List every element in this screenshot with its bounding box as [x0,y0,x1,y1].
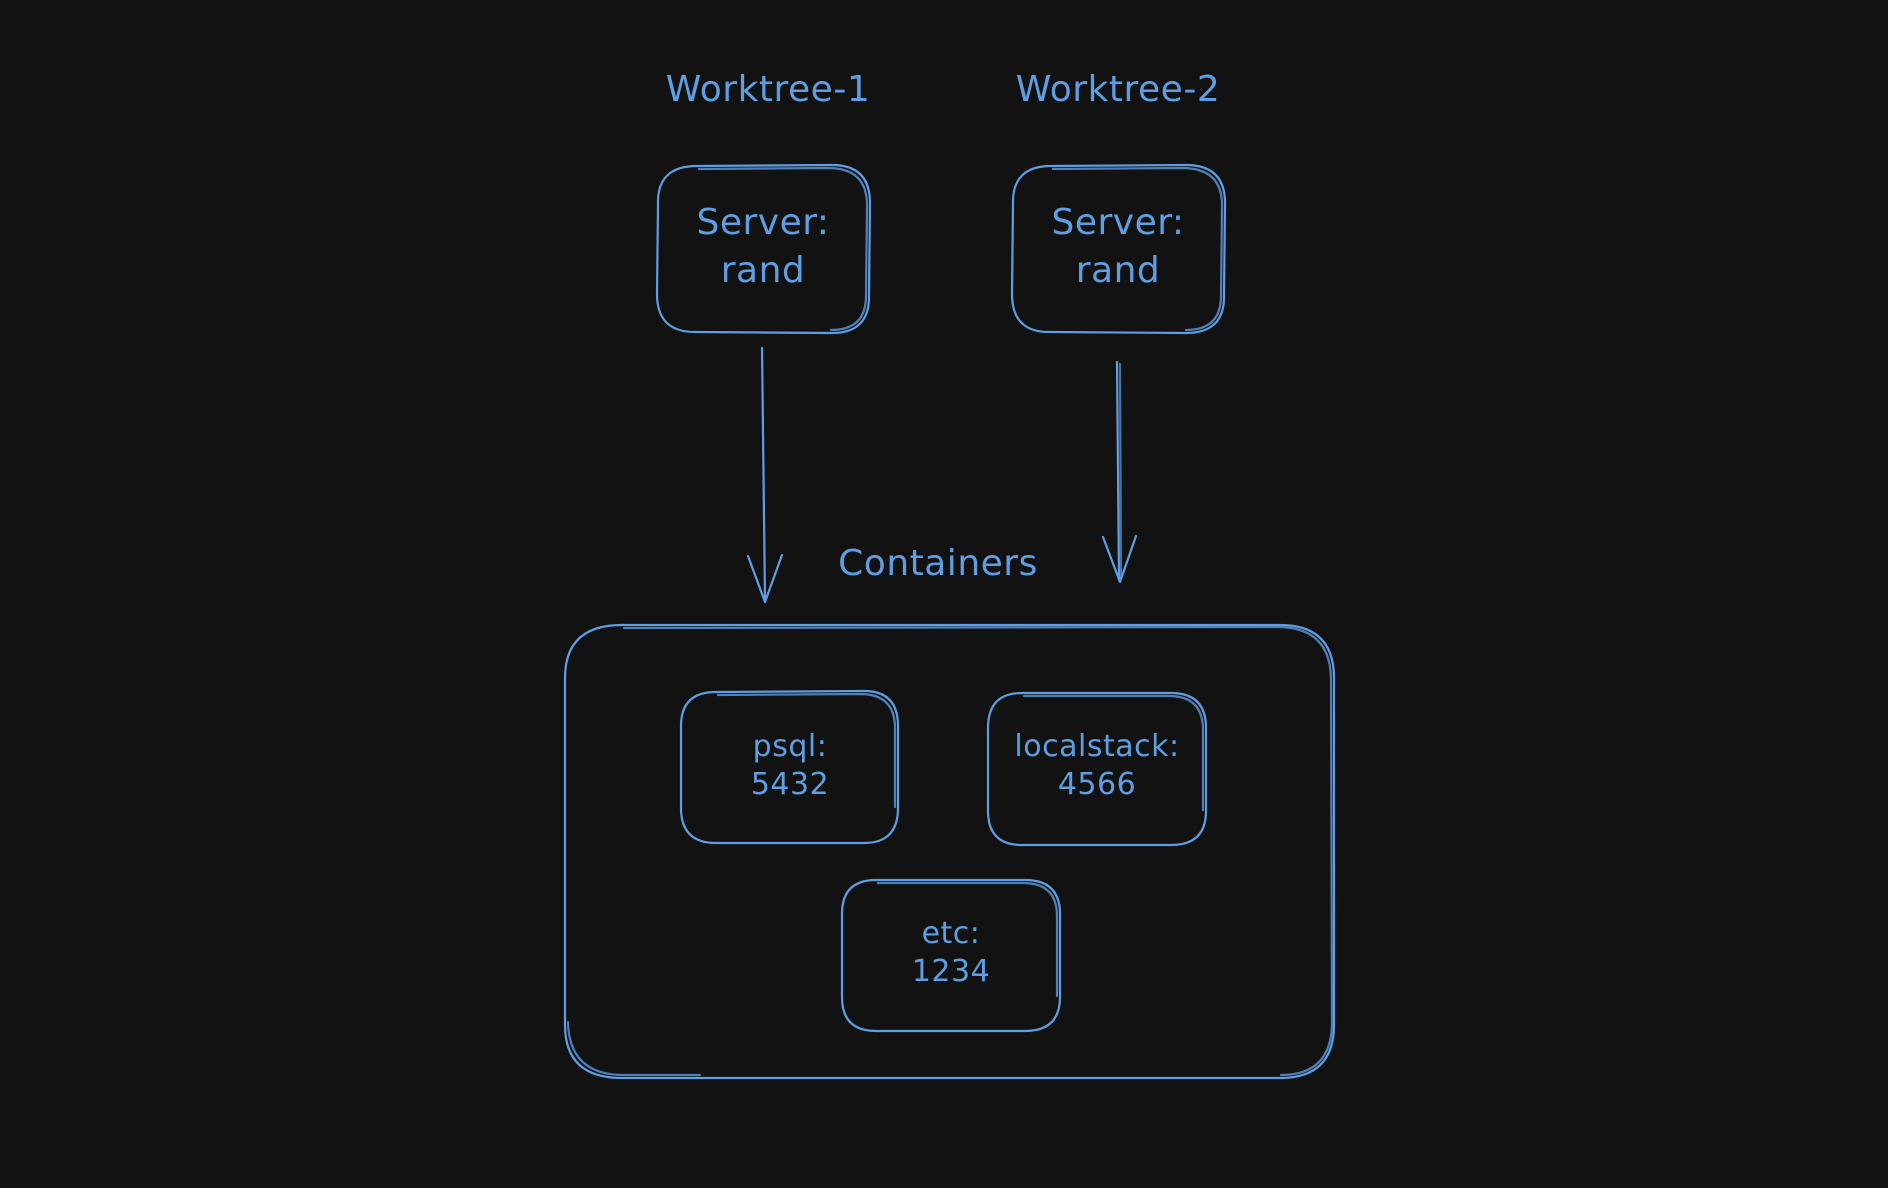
arrow-worktree-2-head [1101,534,1138,584]
etc-port: 1234 [911,954,991,989]
worktree-2-server-label: Server: [1051,202,1185,243]
worktree-2-server-value: rand [1075,250,1161,291]
psql-port: 5432 [750,767,830,802]
etc-box-sketch [876,881,1059,998]
psql-box-sketch [716,692,897,809]
localstack-port: 4566 [1057,767,1137,802]
worktree-1-server-box[interactable] [655,163,872,335]
psql-box[interactable] [679,689,900,845]
containers-title: Containers [838,543,1038,584]
containers-box[interactable] [563,623,1336,1080]
worktree-2-server-box-sketch [1051,166,1224,332]
etc-name: etc: [921,916,981,951]
localstack-box-sketch [1022,694,1205,812]
worktree-2-server-box[interactable] [1010,163,1227,335]
worktree-1-server-box-sketch [697,166,869,332]
psql-name: psql: [752,729,828,764]
containers-box-sketch-left [566,1020,702,1077]
arrow-worktree-1-head [746,553,784,604]
arrow-worktree-2-shaft [1115,360,1121,582]
etc-box[interactable] [840,878,1062,1033]
arrow-worktree-1-shaft [760,346,767,602]
localstack-box[interactable] [986,691,1208,847]
arrow-worktree-2-shaft-sketch [1118,362,1123,580]
worktree-2-title: Worktree-2 [1015,69,1221,110]
containers-box-sketch [622,625,1334,1077]
localstack-name: localstack: [1014,729,1180,764]
worktree-1-server-value: rand [720,250,806,291]
worktree-1-title: Worktree-1 [665,69,871,110]
worktree-1-server-label: Server: [696,202,830,243]
